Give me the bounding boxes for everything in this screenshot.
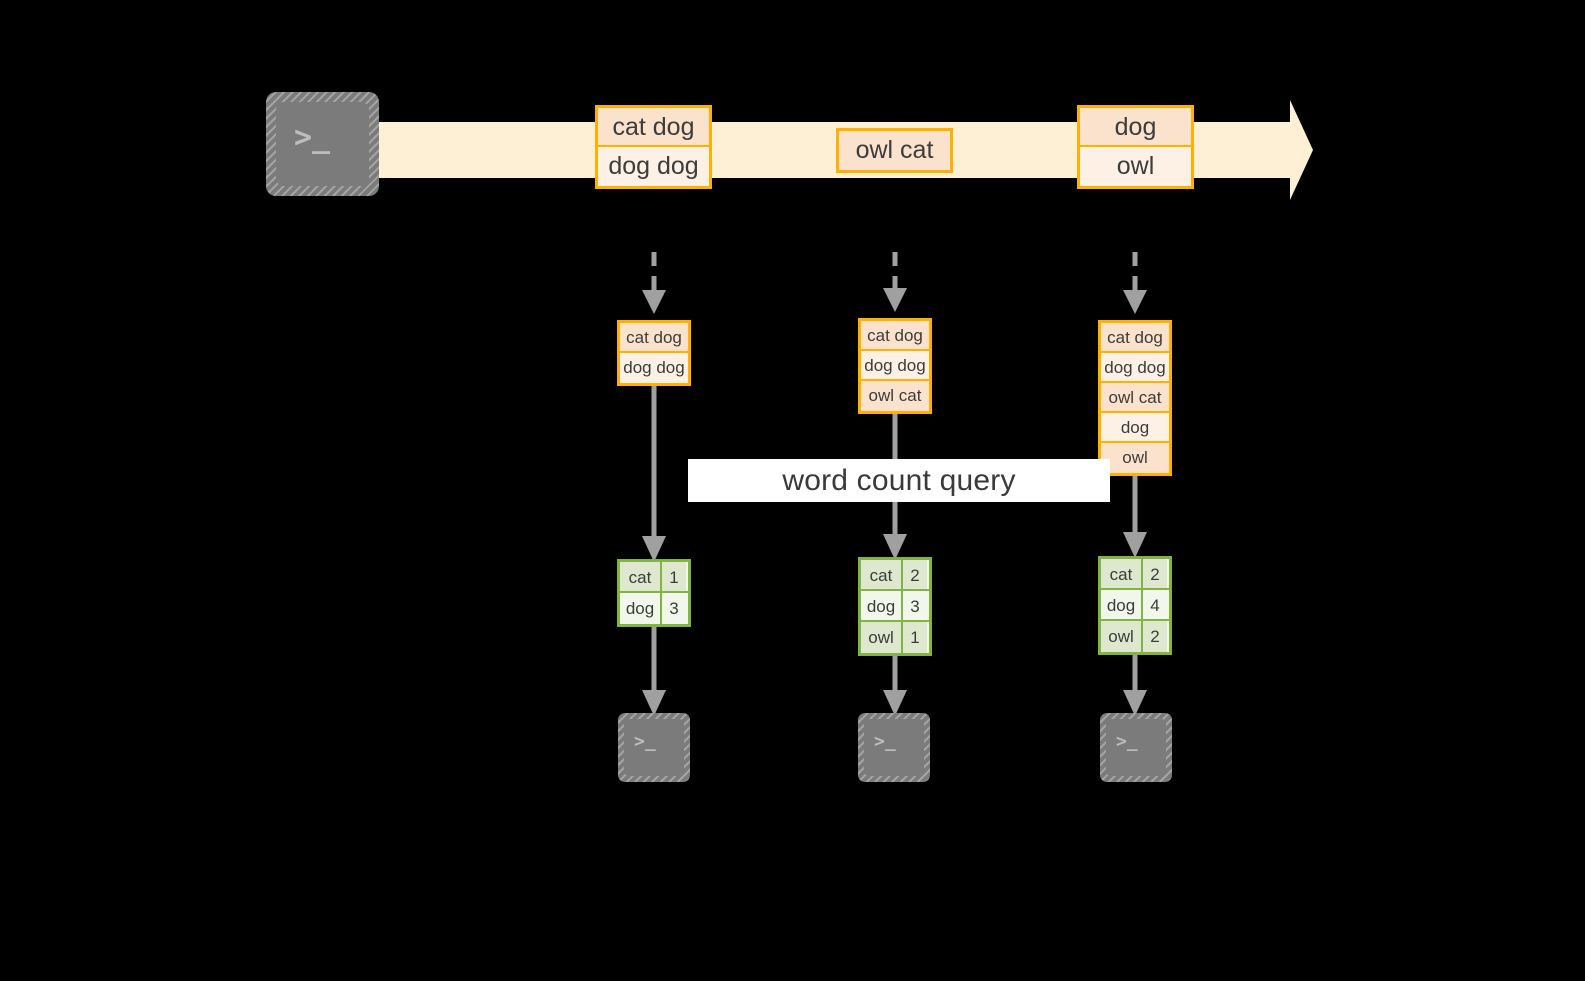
result-count: 3 [662,593,686,624]
stream-record-1: cat dog dog dog [595,105,712,189]
query-banner: word count query [688,459,1110,502]
stream-to-snapshot-connector-2 [883,252,907,312]
snapshot-input-cell: dog [1101,413,1169,443]
snapshot-input-3: cat dog dog dog owl cat dog owl [1098,320,1172,476]
terminal-prompt-glyph: >_ [294,120,331,155]
result-word: dog [620,593,662,624]
stream-record-cell: dog [1080,108,1191,147]
result-word: dog [861,591,903,620]
result-row: dog 3 [861,591,929,622]
terminal-prompt-glyph: >_ [1116,731,1138,752]
result-count: 2 [1143,621,1167,652]
stream-record-3: dog owl [1077,105,1194,189]
snapshot-input-cell: cat dog [620,323,688,353]
query-connector-3 [1123,476,1147,558]
result-table-1: cat 1 dog 3 [617,559,691,627]
result-row: owl 2 [1101,621,1169,652]
result-count: 4 [1143,590,1167,619]
result-row: dog 4 [1101,590,1169,621]
sink-terminal-icon-3: >_ [1100,713,1172,782]
result-row: dog 3 [620,593,688,624]
stream-record-2: owl cat [836,128,953,173]
snapshot-input-cell: cat dog [861,321,929,351]
result-to-sink-connector-3 [1123,655,1147,716]
result-word: cat [861,560,903,589]
stream-record-cell: owl cat [839,131,950,170]
result-row: owl 1 [861,622,929,653]
stream-to-snapshot-connector-1 [642,252,666,314]
query-label: word count query [782,463,1016,497]
snapshot-input-cell: dog dog [1101,353,1169,383]
result-table-3: cat 2 dog 4 owl 2 [1098,556,1172,655]
snapshot-input-cell: owl [1101,443,1169,473]
result-word: cat [620,562,662,591]
stream-record-cell: cat dog [598,108,709,147]
result-count: 3 [903,591,927,620]
result-to-sink-connector-2 [883,656,907,716]
snapshot-input-cell: owl cat [1101,383,1169,413]
snapshot-input-2: cat dog dog dog owl cat [858,318,932,414]
stream-to-snapshot-connector-3 [1123,252,1147,314]
snapshot-input-cell: dog dog [861,351,929,381]
sink-terminal-icon-1: >_ [618,713,690,782]
result-count: 2 [903,560,927,589]
result-count: 1 [662,562,686,591]
stream-record-cell: dog dog [598,147,709,186]
stream-record-cell: owl [1080,147,1191,186]
query-connector-1 [642,386,666,562]
result-row: cat 2 [861,560,929,591]
result-table-2: cat 2 dog 3 owl 1 [858,557,932,656]
terminal-prompt-glyph: >_ [634,731,656,752]
source-terminal-icon: >_ [266,92,379,196]
terminal-prompt-glyph: >_ [874,731,896,752]
result-word: owl [861,622,903,653]
result-row: cat 2 [1101,559,1169,590]
snapshot-input-cell: owl cat [861,381,929,411]
result-word: cat [1101,559,1143,588]
snapshot-input-1: cat dog dog dog [617,320,691,386]
result-count: 1 [903,622,927,653]
snapshot-input-cell: cat dog [1101,323,1169,353]
result-row: cat 1 [620,562,688,593]
result-count: 2 [1143,559,1167,588]
result-to-sink-connector-1 [642,627,666,716]
snapshot-input-cell: dog dog [620,353,688,383]
result-word: owl [1101,621,1143,652]
result-word: dog [1101,590,1143,619]
sink-terminal-icon-2: >_ [858,713,930,782]
